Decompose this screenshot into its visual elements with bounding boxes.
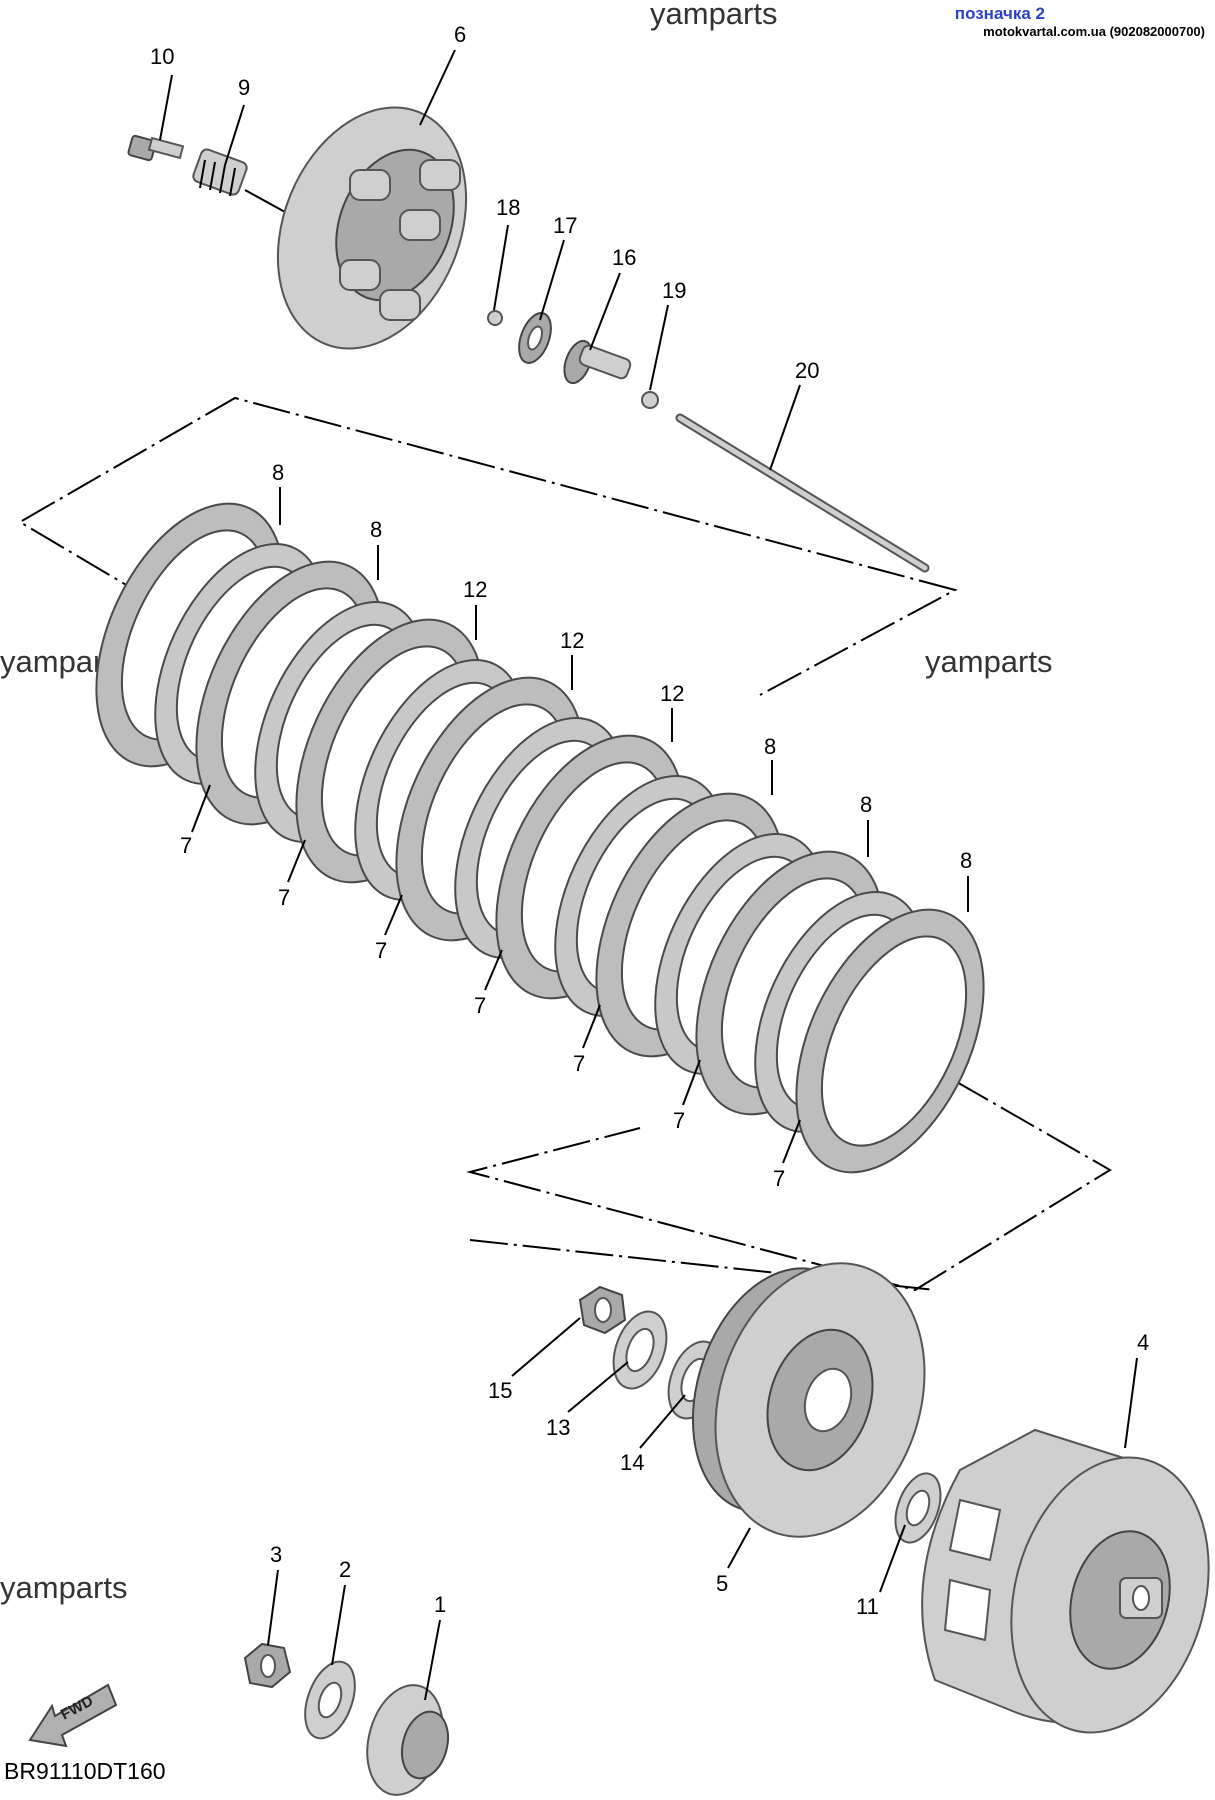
watermark-left-bottom: yamparts [0,1570,128,1605]
callout-7-first: 7 [180,833,192,858]
part-1-gear [366,1684,450,1796]
callout-7-second: 7 [278,885,290,910]
part-11-washer [894,1472,942,1544]
part-18-ball [487,310,503,326]
plate-bore [820,935,968,1147]
callout-12-second: 12 [560,628,584,653]
callout-13: 13 [546,1415,570,1440]
callout-8-fifth: 8 [960,848,972,873]
leader-lines [159,49,1138,1701]
callout-18: 18 [496,195,520,220]
diagram-code: BR91110DT160 [4,1758,166,1784]
header-note: позначка 2 [954,4,1045,23]
callout-4: 4 [1137,1330,1149,1355]
callout-6: 6 [454,22,466,47]
callout-17: 17 [553,213,577,238]
part-13-washer [612,1310,668,1390]
part-16-push-rod [563,339,632,385]
watermark-right-mid: yamparts [925,644,1053,679]
callout-7-seventh: 7 [773,1166,785,1191]
part-15-nut [578,1285,627,1335]
part-3-nut [243,1642,292,1689]
part-2-washer [304,1660,356,1740]
axis-line-spring [244,189,286,213]
part-19-ball [641,391,659,409]
part-9-spring [192,148,248,197]
callout-5: 5 [716,1571,728,1596]
callout-9: 9 [238,75,250,100]
callout-7-third: 7 [375,938,387,963]
callout-20: 20 [795,358,819,383]
callout-8-fourth: 8 [860,792,872,817]
callout-12-first: 12 [463,577,487,602]
part-10-bolt [127,134,185,162]
callout-8-second: 8 [370,517,382,542]
callout-14: 14 [620,1450,644,1475]
callout-3: 3 [270,1542,282,1567]
callout-15: 15 [488,1378,512,1403]
callout-8-third: 8 [764,734,776,759]
callout-1: 1 [434,1592,446,1617]
callout-8-first: 8 [272,460,284,485]
callout-19: 19 [662,278,686,303]
part-5-clutch-boss [691,1262,926,1538]
clutch-plate-stack [95,502,985,1174]
callout-16: 16 [612,245,636,270]
callout-11: 11 [856,1594,879,1619]
watermark-top: yamparts [650,0,778,31]
callout-7-sixth: 7 [673,1108,685,1133]
callout-12-third: 12 [660,681,684,706]
phantom-line-lower [466,1080,1112,1292]
part-17-bearing [518,312,552,364]
part-20-push-rod-2 [675,413,930,573]
part-4-clutch-housing [921,1428,1210,1734]
callout-7-fifth: 7 [573,1051,585,1076]
fwd-arrow-icon: FWD [28,1683,118,1748]
callout-7-fourth: 7 [474,993,486,1018]
phantom-line-upper [18,396,958,696]
callout-2: 2 [339,1557,351,1582]
callout-10: 10 [150,44,174,69]
callout-numbers: 10 9 6 18 17 16 19 20 8 8 12 12 12 8 8 8… [150,22,1149,1619]
header-site: motokvartal.com.ua (902082000700) [983,24,1205,39]
part-6-pressure-plate [276,106,468,350]
